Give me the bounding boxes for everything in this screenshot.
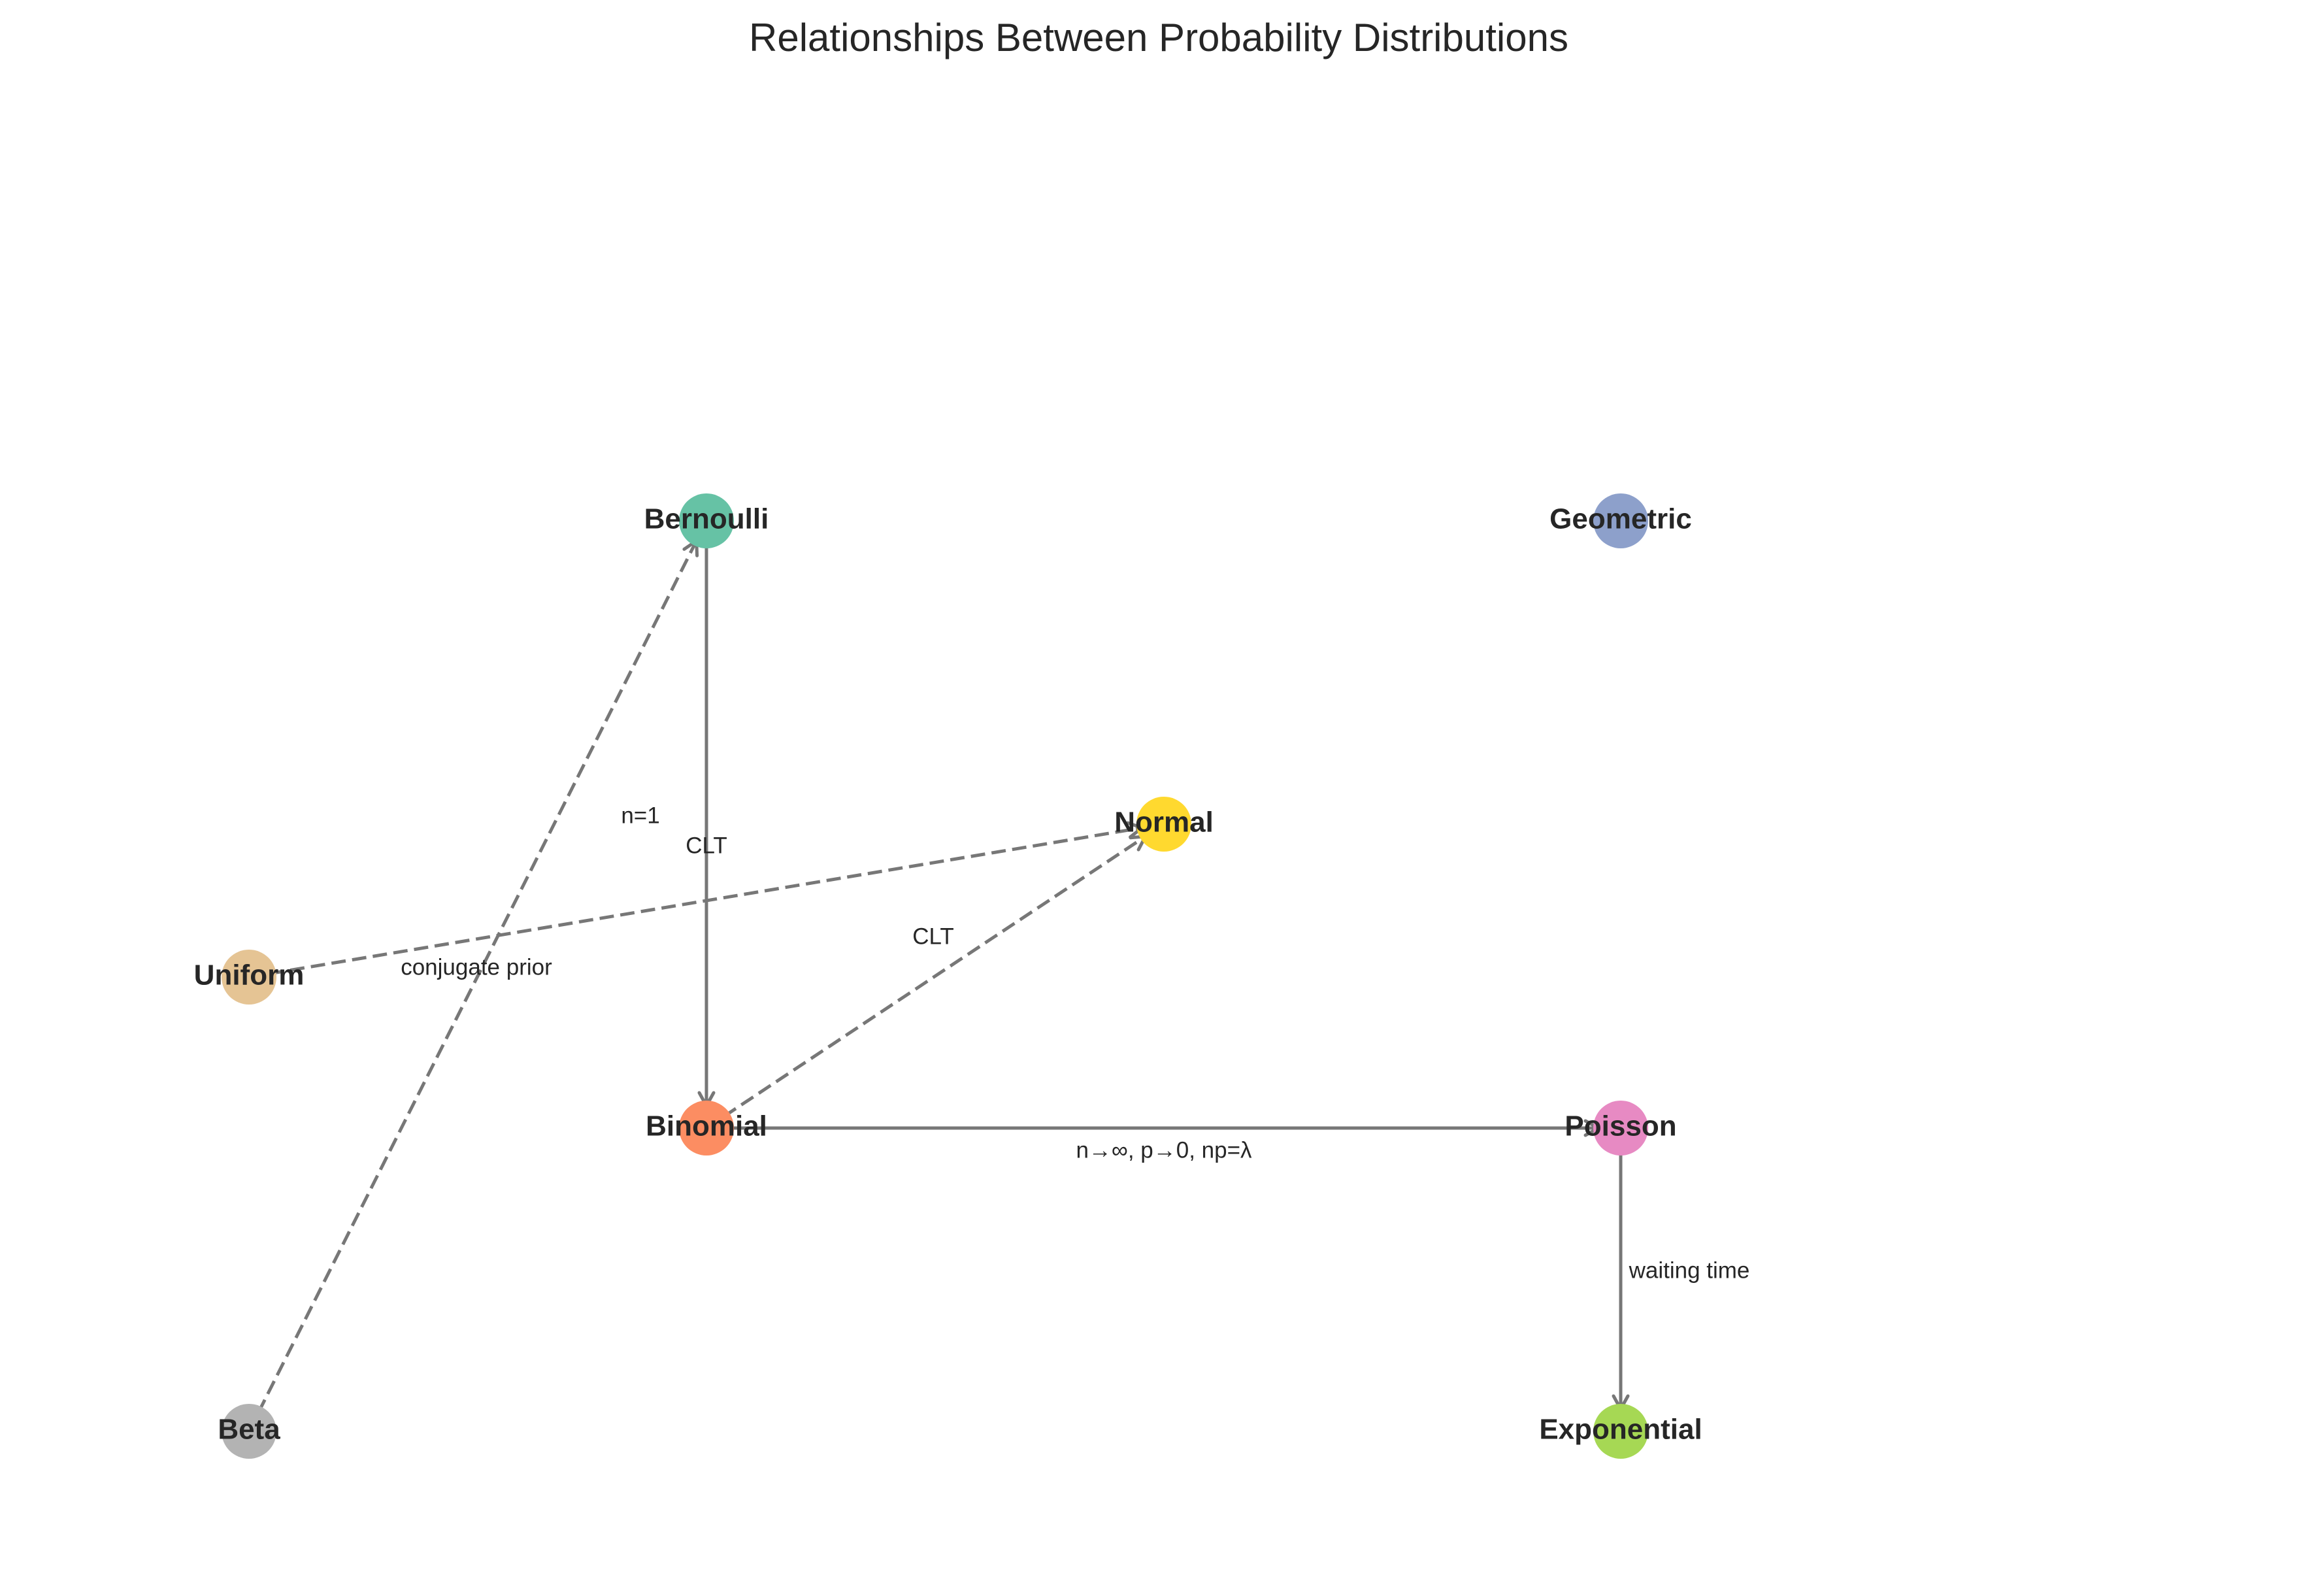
edge-uniform-normal	[248, 826, 1142, 979]
edges-layer	[247, 521, 1630, 1433]
node-label-binomial: Binomial	[646, 1110, 767, 1142]
node-label-beta: Beta	[218, 1414, 280, 1446]
diagram-title: Relationships Between Probability Distri…	[749, 16, 1568, 59]
edge-label-uniform-normal: CLT	[686, 833, 727, 858]
node-label-geometric: Geometric	[1549, 503, 1692, 535]
edge-label-poisson-exponential: waiting time	[1629, 1257, 1750, 1283]
node-binomial	[679, 1101, 734, 1155]
node-label-exponential: Exponential	[1539, 1414, 1702, 1446]
edge-label-bernoulli-binomial: n=1	[621, 803, 659, 828]
node-geometric	[1593, 493, 1648, 548]
edge-label-binomial-normal: CLT	[912, 923, 954, 949]
edge-beta-bernoulli	[247, 540, 698, 1433]
node-beta	[222, 1404, 276, 1459]
node-label-uniform: Uniform	[194, 959, 305, 991]
edge-label-beta-bernoulli: conjugate prior	[401, 954, 552, 980]
node-label-bernoulli: Bernoulli	[644, 503, 769, 535]
edge-binomial-normal	[705, 835, 1147, 1130]
nodes-layer	[222, 493, 1648, 1459]
node-exponential	[1593, 1404, 1648, 1459]
edge-label-binomial-poisson: n→∞, p→0, np=λ	[1076, 1137, 1252, 1163]
node-label-poisson: Poisson	[1565, 1110, 1676, 1142]
node-uniform	[222, 950, 276, 1005]
edge-labels-layer: n=1 n→∞, p→0, np=λ waiting time CLT CLT conju…	[401, 803, 1749, 1283]
node-normal	[1136, 797, 1191, 852]
node-bernoulli	[679, 493, 734, 548]
node-poisson	[1593, 1101, 1648, 1155]
node-label-normal: Normal	[1114, 806, 1214, 839]
